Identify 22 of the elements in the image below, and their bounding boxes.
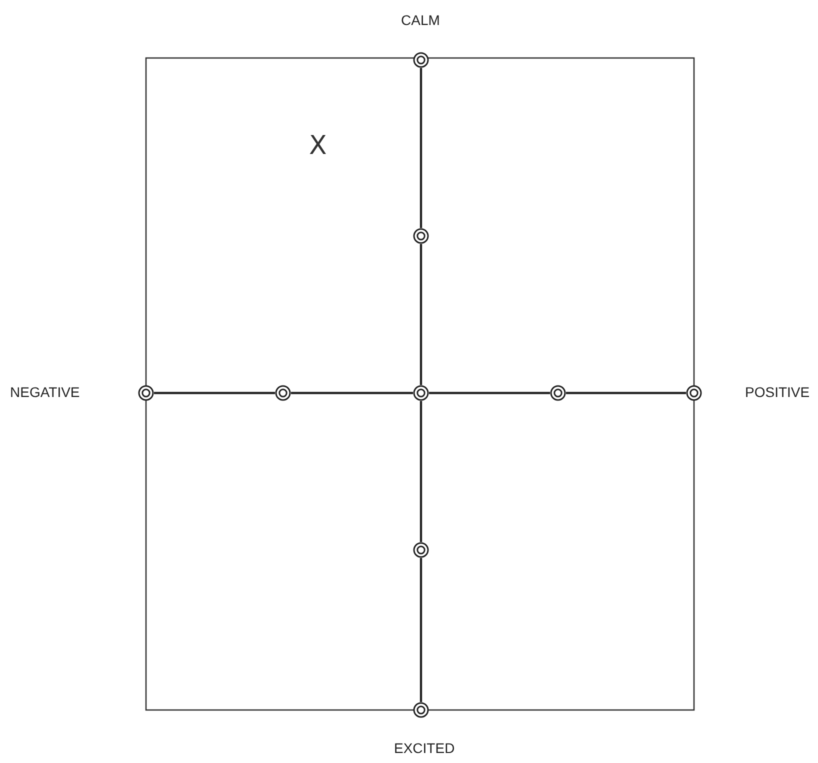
axis-point-marker [686,385,702,401]
axis-line [154,392,275,394]
axis-label: CALM [401,12,440,28]
axis-line [420,558,422,702]
axis-line [566,392,686,394]
axis-point-marker [413,385,429,401]
cross-mark: X [309,131,327,161]
axis-point-marker [413,542,429,558]
axis-point-marker [413,702,429,718]
axis-label: NEGATIVE [10,384,80,400]
axis-label: EXCITED [394,740,455,756]
axis-line [291,392,413,394]
axis-point-marker [138,385,154,401]
axis-line [420,244,422,385]
axis-line [420,401,422,542]
axis-line [420,68,422,228]
axis-point-marker [413,228,429,244]
axis-point-marker [275,385,291,401]
axis-line [429,392,550,394]
axis-point-marker [550,385,566,401]
axis-point-marker [413,52,429,68]
axis-label: POSITIVE [745,384,810,400]
